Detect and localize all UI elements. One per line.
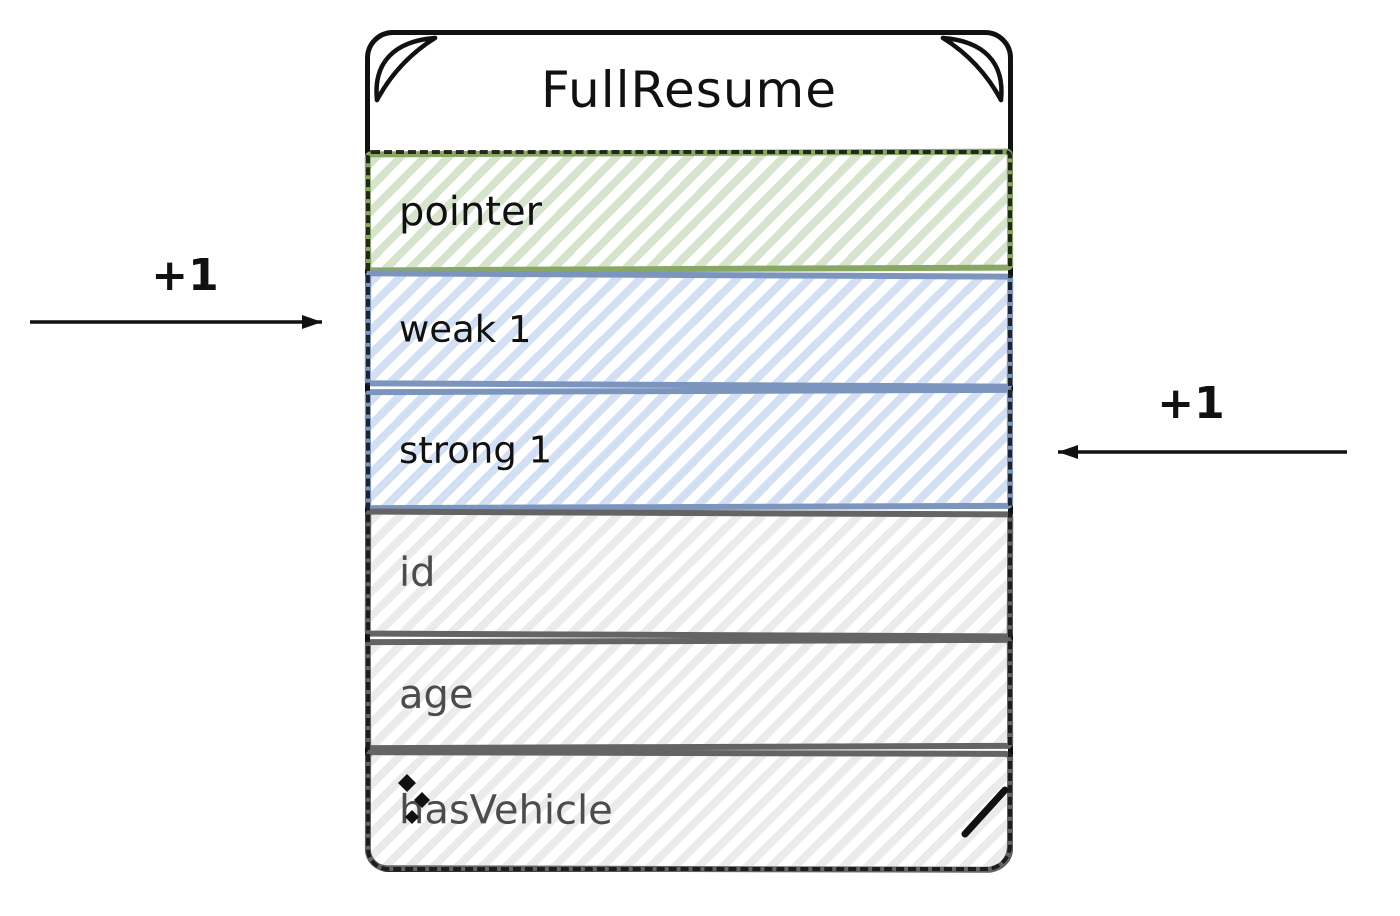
field-label: weak 1 [398, 306, 532, 351]
entity-title: FullResume [541, 61, 837, 119]
arrow-right-label: +1 [1157, 378, 1225, 429]
field-label: strong 1 [398, 427, 553, 472]
field-row-hasvehicle: hasVehicle [364, 749, 1014, 873]
field-row-strong-1: strong 1 [364, 386, 1014, 512]
field-row-age: age [364, 636, 1014, 752]
field-row-pointer: pointer [364, 148, 1014, 274]
field-label: pointer [398, 188, 543, 236]
field-label: hasVehicle [398, 787, 613, 834]
field-label: age [398, 671, 474, 719]
arrow-left-label: +1 [151, 250, 219, 301]
field-label: id [398, 549, 436, 596]
entity-card: FullResume pointer weak 1 strong 1 id ag… [364, 30, 1014, 873]
field-row-weak-1: weak 1 [364, 270, 1014, 390]
field-row-id: id [364, 508, 1014, 640]
